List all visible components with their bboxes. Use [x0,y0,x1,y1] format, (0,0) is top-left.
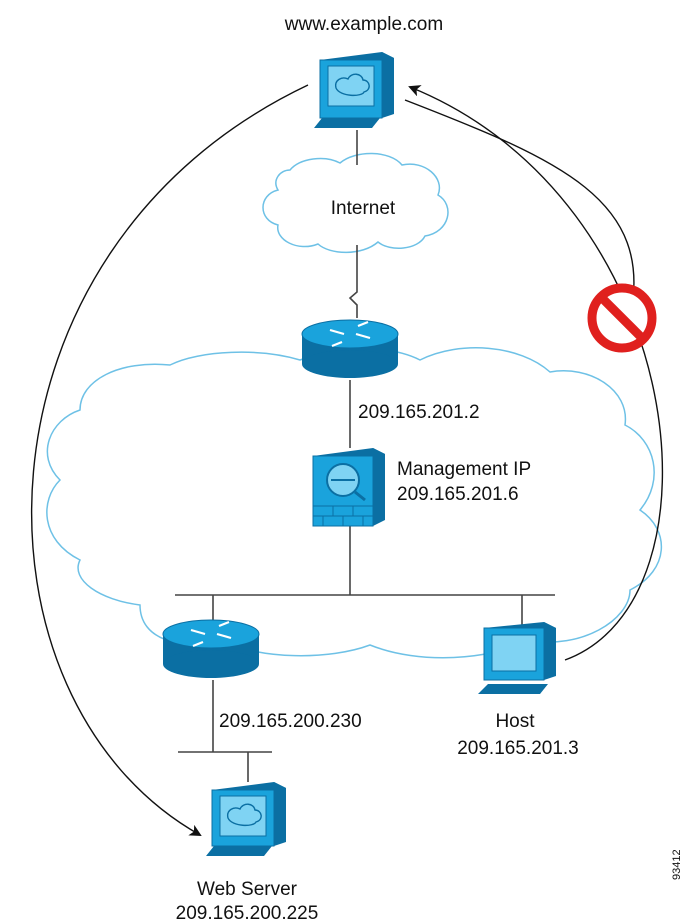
links [175,130,555,782]
flow-blocked-arrow [404,99,638,320]
prohibited-icon [587,283,657,353]
firewall-icon [312,448,385,527]
internet-label: Internet [331,198,396,219]
web-server-ip: 209.165.200.225 [176,903,319,923]
figure-id: 93412 [671,849,683,880]
inner-router-ip: 209.165.200.230 [219,711,362,732]
workstation-icon [478,622,556,694]
router-icon [162,619,260,678]
web-server-icon [206,782,286,856]
host-ip: 209.165.201.3 [457,738,579,759]
flow-to-web-server-arrow [31,84,309,836]
web-server-label: Web Server [197,879,298,900]
internet-cloud [262,152,449,254]
outer-router-ip: 209.165.201.2 [358,402,480,423]
management-ip: 209.165.201.6 [397,484,519,505]
flows [31,84,664,836]
host-label: Host [495,711,535,732]
management-ip-label: Management IP [397,459,531,480]
top-host-label: www.example.com [284,14,443,35]
link-internet-router-serial [348,245,358,318]
web-server-icon [314,52,394,128]
router-icon [301,319,399,378]
flow-host-return-arrow [408,85,664,661]
